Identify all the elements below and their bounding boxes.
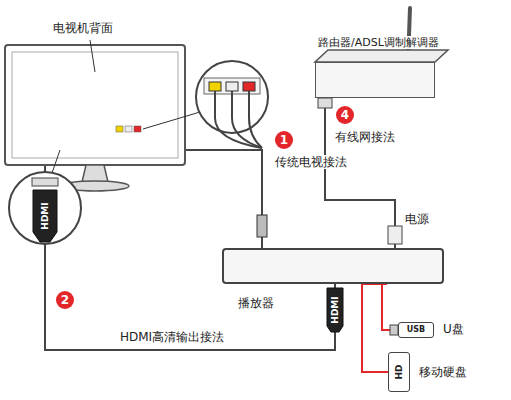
callout-number: 4 — [336, 106, 354, 124]
node-title: 播放器 — [238, 296, 274, 310]
router-body: 路由器/ADSL调制解调器 — [315, 62, 435, 98]
plug-label: HDMI — [330, 296, 341, 323]
device-mark: HD — [394, 364, 405, 379]
edge-label: HDMI高清输出接法 — [118, 330, 226, 344]
node-title: 电视机背面 — [53, 21, 113, 35]
cable — [325, 98, 395, 248]
cable — [185, 150, 262, 248]
av-zoom — [196, 61, 268, 237]
tv-illustration — [5, 40, 200, 191]
cable — [362, 284, 388, 372]
usb-stick: USBU盘 — [398, 322, 434, 338]
callout-number: 1 — [275, 131, 293, 149]
router-illustration — [315, 8, 448, 108]
node-title: 路由器/ADSL调制解调器 — [316, 36, 441, 49]
device-mark: USB — [407, 325, 425, 335]
node-title: U盘 — [443, 322, 464, 336]
tv-screen: 电视机背面 — [5, 45, 185, 165]
edge-label: 有线网接法 — [333, 130, 397, 144]
player-body: 播放器 — [222, 248, 444, 284]
cable — [382, 284, 398, 330]
usb-plug — [390, 325, 398, 335]
port-label: 电源 — [405, 212, 429, 226]
hard-disk: HD移动硬盘 — [388, 352, 410, 392]
plug-label: HDMI — [40, 202, 51, 229]
hdmi-zoom — [9, 172, 81, 244]
callout-number: 2 — [56, 291, 74, 309]
edge-label: 传统电视接法 — [273, 155, 349, 169]
node-title: 移动硬盘 — [419, 365, 467, 379]
